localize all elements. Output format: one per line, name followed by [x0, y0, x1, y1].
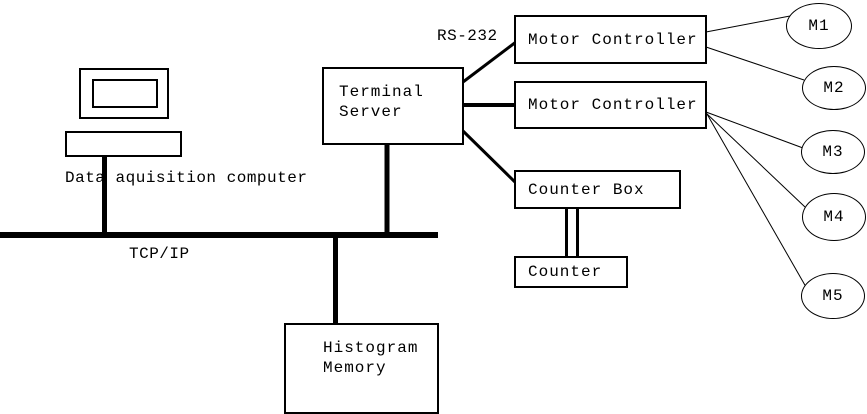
motor-m5-label: M5: [822, 287, 844, 305]
mc2-to-m4-line: [705, 112, 806, 208]
histogram-memory-node: Histogram Memory: [284, 323, 439, 414]
ts-to-mc1-line: [462, 40, 517, 84]
terminal-server-node: Terminal Server: [322, 67, 464, 145]
motor-m3-node: M3: [801, 130, 865, 174]
motor-m4-node: M4: [802, 193, 866, 241]
motor-m2-node: M2: [802, 66, 866, 110]
computer-screen-icon: [92, 79, 158, 108]
computer-keyboard-icon: [65, 131, 182, 157]
counter-node: Counter: [514, 256, 628, 288]
tcpip-bus-label: TCP/IP: [129, 245, 190, 263]
mc1-to-m1-line: [705, 15, 791, 33]
histogram-memory-label-line2: Memory: [323, 359, 387, 377]
motor-m1-node: M1: [786, 3, 852, 49]
motor-m1-label: M1: [808, 17, 830, 35]
counter-box-label: Counter Box: [528, 180, 645, 199]
rs232-link-label: RS-232: [437, 27, 498, 45]
motor-m3-label: M3: [822, 143, 844, 161]
mc2-to-m5-line: [706, 113, 807, 288]
motor-controller-2-node: Motor Controller: [514, 81, 707, 129]
counter-box-node: Counter Box: [514, 170, 681, 209]
terminal-server-label-line1: Terminal: [339, 83, 424, 101]
motor-controller-2-label: Motor Controller: [528, 96, 698, 114]
mc2-to-m3-line: [705, 111, 804, 149]
histogram-memory-label-line1: Histogram: [323, 339, 419, 357]
terminal-server-label-line2: Server: [339, 103, 403, 121]
counter-label: Counter: [528, 263, 603, 281]
motor-m5-node: M5: [801, 273, 865, 319]
ts-to-counterbox-line: [461, 129, 519, 186]
motor-m2-label: M2: [823, 79, 845, 97]
mc1-to-m2-line: [705, 46, 805, 81]
data-acquisition-computer-label: Data aquisition computer: [65, 169, 308, 187]
motor-m4-label: M4: [823, 208, 845, 226]
motor-controller-1-node: Motor Controller: [514, 15, 707, 64]
motor-controller-1-label: Motor Controller: [528, 30, 698, 49]
